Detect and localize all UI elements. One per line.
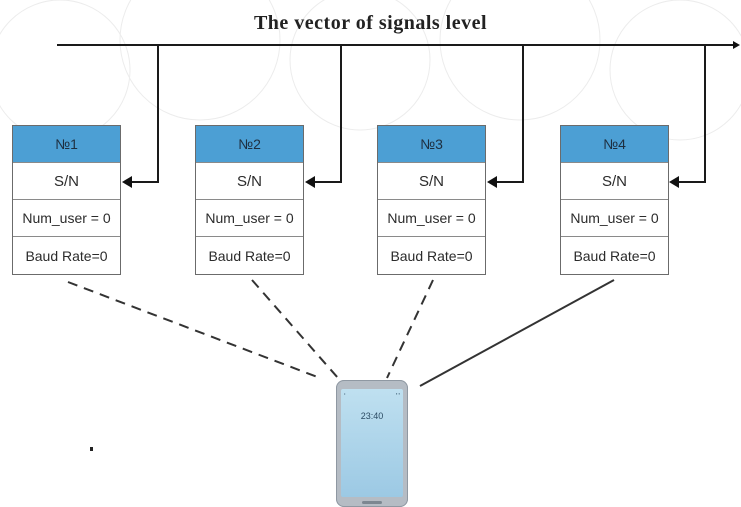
node-header: №1: [13, 126, 120, 163]
stray-mark: [90, 447, 93, 451]
feed-line-4: [678, 181, 706, 183]
link-node-2: [251, 279, 339, 379]
drop-line-4: [704, 44, 706, 182]
link-node-1: [67, 281, 321, 379]
node-num-user: Num_user = 0: [13, 200, 120, 237]
drop-line-2: [340, 44, 342, 182]
node-num-user: Num_user = 0: [561, 200, 668, 237]
smartphone: •▪ ▪ 23:40: [336, 380, 408, 507]
node-box-2: №2 S/N Num_user = 0 Baud Rate=0: [195, 125, 304, 275]
phone-screen: •▪ ▪ 23:40: [341, 389, 403, 497]
node-serial-number: S/N: [196, 163, 303, 200]
node-baud-rate: Baud Rate=0: [573, 248, 656, 264]
node-num-user: Num_user = 0: [378, 200, 485, 237]
phone-clock: 23:40: [360, 411, 384, 421]
drop-line-1: [157, 44, 159, 182]
node-box-1: №1 S/N Num_user = 0 Baud Rate=0: [12, 125, 121, 275]
phone-status-bar: •▪ ▪: [344, 391, 400, 396]
node-baud-rate: Baud Rate=0: [390, 248, 473, 264]
node-serial-number: S/N: [561, 163, 668, 200]
arrowhead-4: [669, 176, 679, 188]
arrowhead-2: [305, 176, 315, 188]
link-node-4: [419, 279, 615, 387]
feed-line-2: [314, 181, 342, 183]
diagram-title: The vector of signals level: [253, 12, 488, 34]
signal-bus-arrowhead: [733, 41, 740, 49]
node-header: №3: [378, 126, 485, 163]
node-serial-number: S/N: [13, 163, 120, 200]
arrowhead-3: [487, 176, 497, 188]
signal-bus-line: [57, 44, 733, 46]
arrowhead-1: [122, 176, 132, 188]
phone-home-indicator: [362, 501, 382, 504]
node-num-user: Num_user = 0: [196, 200, 303, 237]
node-baud-rate: Baud Rate=0: [25, 248, 108, 264]
feed-line-3: [496, 181, 524, 183]
node-header: №2: [196, 126, 303, 163]
node-box-4: №4 S/N Num_user = 0 Baud Rate=0: [560, 125, 669, 275]
node-serial-number: S/N: [378, 163, 485, 200]
drop-line-3: [522, 44, 524, 182]
link-node-3: [386, 279, 434, 379]
node-header: №4: [561, 126, 668, 163]
node-box-3: №3 S/N Num_user = 0 Baud Rate=0: [377, 125, 486, 275]
feed-line-1: [131, 181, 159, 183]
node-baud-rate: Baud Rate=0: [208, 248, 291, 264]
